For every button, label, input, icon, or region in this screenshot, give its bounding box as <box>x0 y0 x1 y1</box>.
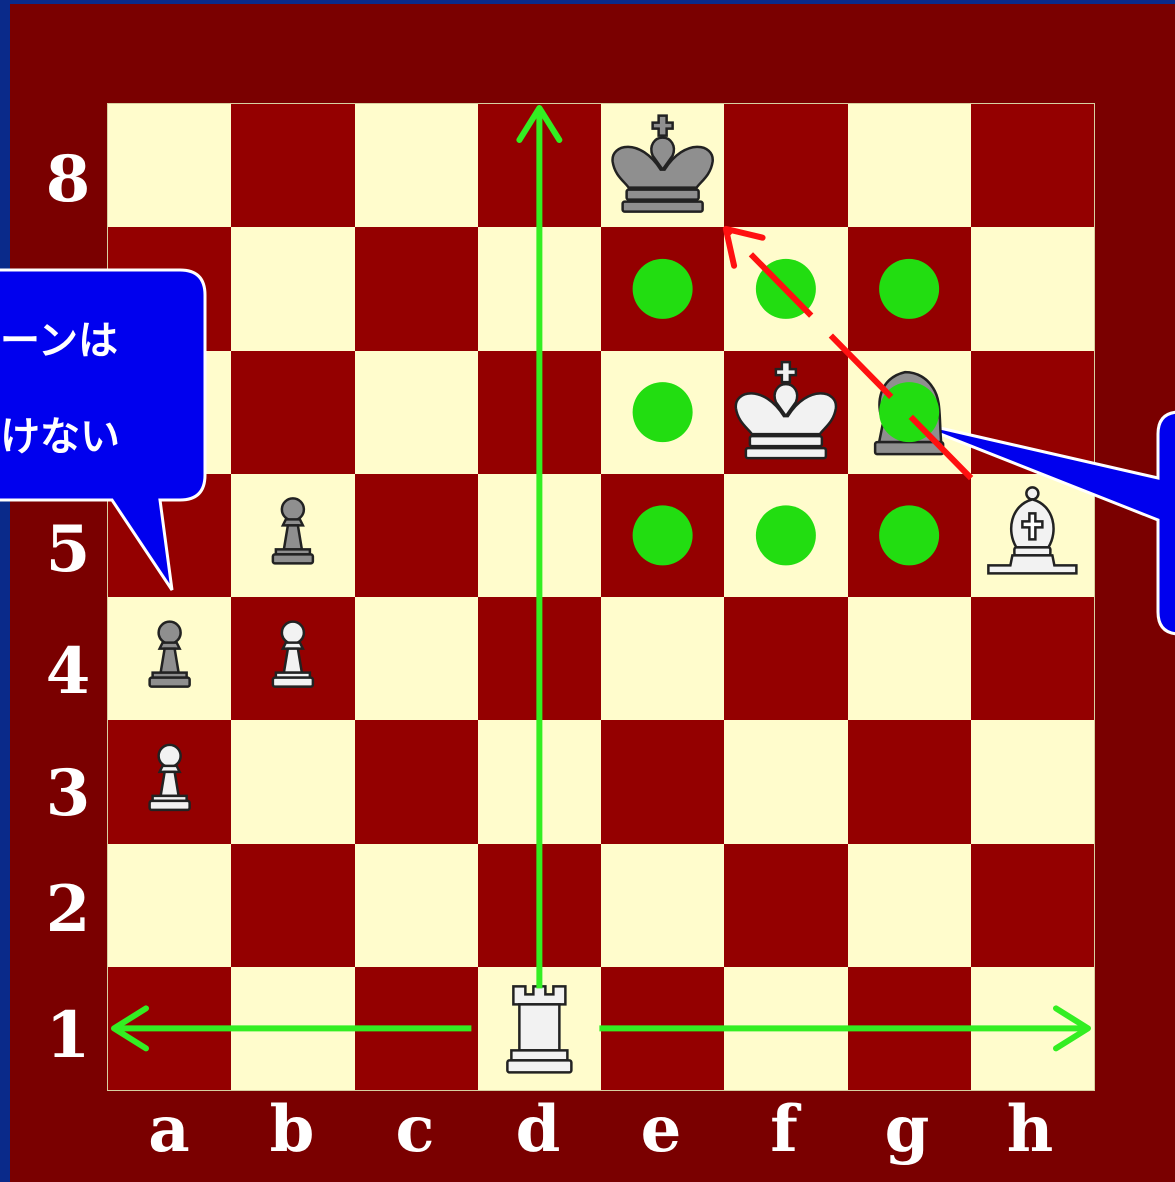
square-c7[interactable] <box>355 227 478 350</box>
file-label-h: h <box>969 1098 1091 1162</box>
square-h6[interactable] <box>971 351 1094 474</box>
square-a6[interactable] <box>108 351 231 474</box>
file-label-a: a <box>108 1098 230 1162</box>
square-h4[interactable] <box>971 597 1094 720</box>
square-f1[interactable] <box>724 967 847 1090</box>
square-d1[interactable] <box>478 967 601 1090</box>
square-c4[interactable] <box>355 597 478 720</box>
square-c1[interactable] <box>355 967 478 1090</box>
square-g6[interactable] <box>848 351 971 474</box>
square-e7[interactable] <box>601 227 724 350</box>
square-b5[interactable] <box>231 474 354 597</box>
square-g3[interactable] <box>848 720 971 843</box>
square-d8[interactable] <box>478 104 601 227</box>
file-label-d: d <box>477 1098 599 1162</box>
square-a1[interactable] <box>108 967 231 1090</box>
chessboard <box>108 104 1094 1090</box>
square-h3[interactable] <box>971 720 1094 843</box>
file-label-f: f <box>723 1098 845 1162</box>
square-b8[interactable] <box>231 104 354 227</box>
square-f7[interactable] <box>724 227 847 350</box>
square-f8[interactable] <box>724 104 847 227</box>
square-g4[interactable] <box>848 597 971 720</box>
square-e4[interactable] <box>601 597 724 720</box>
square-b6[interactable] <box>231 351 354 474</box>
square-d4[interactable] <box>478 597 601 720</box>
square-b3[interactable] <box>231 720 354 843</box>
square-c3[interactable] <box>355 720 478 843</box>
square-a5[interactable] <box>108 474 231 597</box>
file-label-c: c <box>354 1098 476 1162</box>
square-f2[interactable] <box>724 844 847 967</box>
square-a2[interactable] <box>108 844 231 967</box>
square-h1[interactable] <box>971 967 1094 1090</box>
square-e6[interactable] <box>601 351 724 474</box>
square-h7[interactable] <box>971 227 1094 350</box>
file-label-g: g <box>846 1098 968 1162</box>
square-d2[interactable] <box>478 844 601 967</box>
file-label-b: b <box>231 1098 353 1162</box>
square-b2[interactable] <box>231 844 354 967</box>
square-h8[interactable] <box>971 104 1094 227</box>
square-e8[interactable] <box>601 104 724 227</box>
square-c8[interactable] <box>355 104 478 227</box>
square-e3[interactable] <box>601 720 724 843</box>
rank-label-8: 8 <box>38 148 98 212</box>
square-e1[interactable] <box>601 967 724 1090</box>
square-d7[interactable] <box>478 227 601 350</box>
square-f3[interactable] <box>724 720 847 843</box>
square-f4[interactable] <box>724 597 847 720</box>
square-a3[interactable] <box>108 720 231 843</box>
square-b7[interactable] <box>231 227 354 350</box>
square-a8[interactable] <box>108 104 231 227</box>
left-bubble-line-1: ーンは <box>0 308 118 366</box>
square-e2[interactable] <box>601 844 724 967</box>
square-h2[interactable] <box>971 844 1094 967</box>
square-e5[interactable] <box>601 474 724 597</box>
square-d6[interactable] <box>478 351 601 474</box>
square-c2[interactable] <box>355 844 478 967</box>
square-g2[interactable] <box>848 844 971 967</box>
square-c5[interactable] <box>355 474 478 597</box>
rank-label-4: 4 <box>38 640 98 704</box>
square-c6[interactable] <box>355 351 478 474</box>
rank-label-5: 5 <box>38 518 98 582</box>
square-h5[interactable] <box>971 474 1094 597</box>
square-a4[interactable] <box>108 597 231 720</box>
square-d5[interactable] <box>478 474 601 597</box>
square-g8[interactable] <box>848 104 971 227</box>
square-g7[interactable] <box>848 227 971 350</box>
left-bubble-line-2: けない <box>0 404 120 462</box>
square-f6[interactable] <box>724 351 847 474</box>
square-d3[interactable] <box>478 720 601 843</box>
square-b4[interactable] <box>231 597 354 720</box>
square-g1[interactable] <box>848 967 971 1090</box>
rank-label-1: 1 <box>38 1004 98 1068</box>
square-a7[interactable] <box>108 227 231 350</box>
rank-label-3: 3 <box>38 762 98 826</box>
square-g5[interactable] <box>848 474 971 597</box>
rank-label-2: 2 <box>38 878 98 942</box>
square-b1[interactable] <box>231 967 354 1090</box>
square-f5[interactable] <box>724 474 847 597</box>
file-label-e: e <box>600 1098 722 1162</box>
